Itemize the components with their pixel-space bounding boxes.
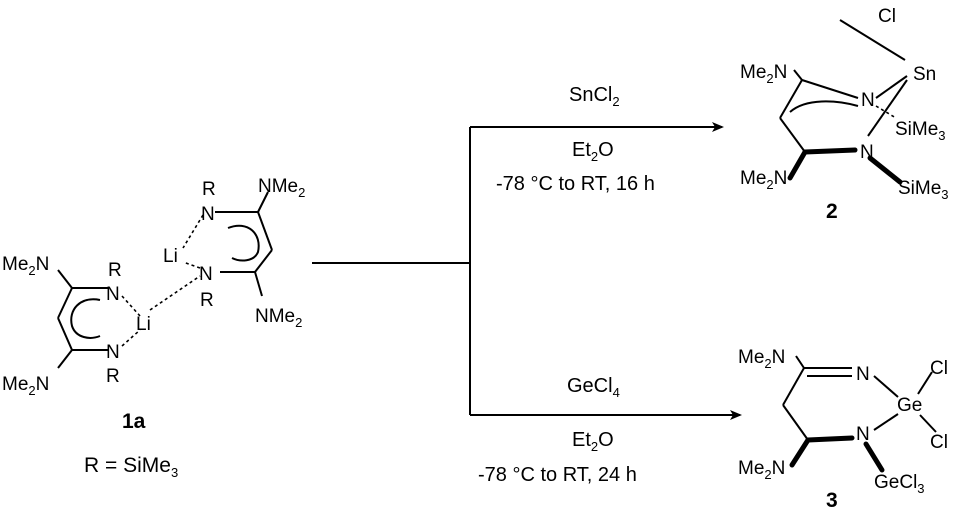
reactant-r-definition: R = SiMe3: [84, 454, 178, 480]
product-3-cl-top: Cl: [930, 358, 948, 379]
product-2-me2n-bottom: Me2N: [740, 168, 787, 192]
upper-conditions: -78 °C to RT, 16 h: [496, 173, 655, 195]
lower-reagent: GeCl4: [567, 375, 620, 400]
product-2-sime3-mid: SiMe3: [895, 119, 946, 143]
product-2-sn: Sn: [913, 64, 936, 85]
reaction-arrows: [312, 122, 742, 420]
product-2-structure: [779, 19, 908, 185]
reactant-me2n-top: Me2N: [2, 254, 49, 278]
product-3-n-top: N: [856, 364, 870, 385]
reactant-li-lower: Li: [136, 314, 151, 335]
upper-reagent: SnCl2: [569, 84, 620, 109]
reactant-me2n-bottom: Me2N: [2, 374, 49, 398]
lower-solvent: Et2O: [572, 429, 614, 454]
reactant-1a-structure: [57, 191, 273, 369]
product-2-me2n-top: Me2N: [740, 62, 787, 86]
product-3-gecl3: GeCl3: [874, 472, 925, 496]
reactant-nme2-top: NMe2: [258, 176, 305, 200]
reactant-r-upper-left: R: [108, 260, 122, 281]
product-3-n-bottom: N: [856, 424, 870, 445]
reactant-r-top: R: [202, 179, 216, 200]
reactant-li-upper: Li: [163, 246, 178, 267]
product-3-label: 3: [826, 489, 838, 511]
product-3-cl-bottom: Cl: [930, 432, 948, 453]
product-3-me2n-bottom: Me2N: [738, 458, 785, 482]
product-3-ge: Ge: [897, 395, 922, 416]
product-2-cl: Cl: [878, 6, 896, 27]
product-2-label: 2: [826, 200, 838, 223]
reactant-n-top: N: [201, 204, 215, 225]
reactant-r-lower-left: R: [106, 366, 120, 387]
product-2-n-bottom: N: [860, 142, 874, 163]
reactant-nme2-bottom: NMe2: [255, 306, 302, 330]
upper-solvent: Et2O: [572, 139, 614, 164]
product-2-n-top: N: [861, 90, 875, 111]
reactant-n-mid: N: [199, 264, 213, 285]
product-3-structure: [782, 355, 937, 473]
reactant-label: 1a: [122, 410, 146, 433]
product-2-sime3-bottom: SiMe3: [898, 178, 949, 202]
reactant-n-upper-left: N: [106, 284, 120, 305]
reactant-n-lower-left: N: [106, 342, 120, 363]
reactant-r-mid: R: [200, 290, 214, 311]
product-3-me2n-top: Me2N: [738, 347, 785, 371]
lower-conditions: -78 °C to RT, 24 h: [478, 464, 637, 486]
